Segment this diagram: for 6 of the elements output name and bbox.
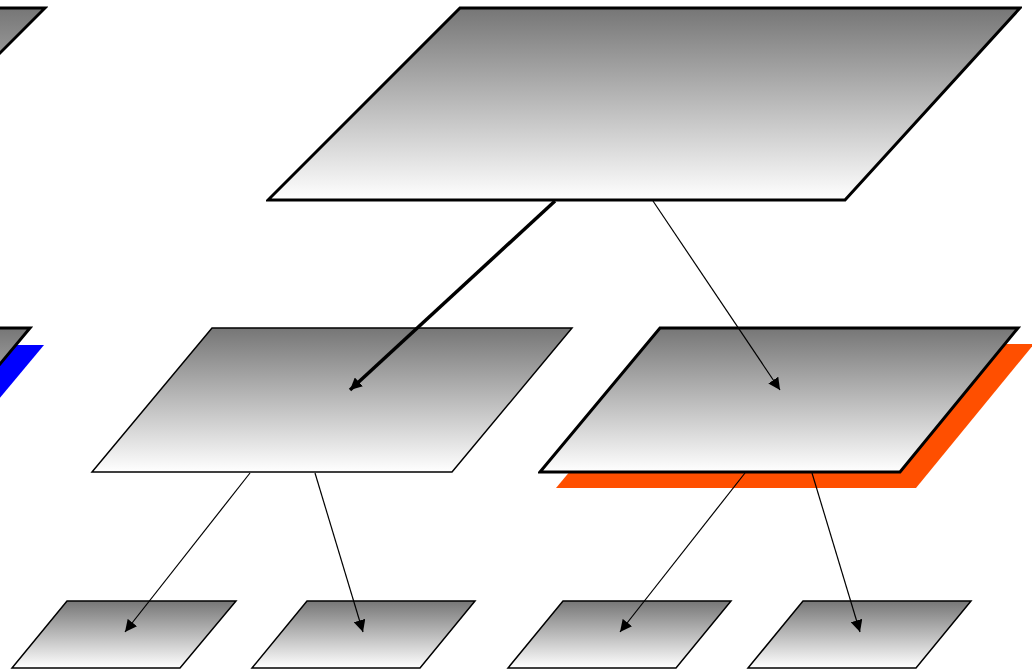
arrow [811, 472, 863, 633]
arrow [124, 472, 251, 633]
arrow [314, 472, 366, 633]
arrow [348, 199, 557, 392]
arrow [619, 472, 746, 633]
arrow [652, 200, 781, 391]
